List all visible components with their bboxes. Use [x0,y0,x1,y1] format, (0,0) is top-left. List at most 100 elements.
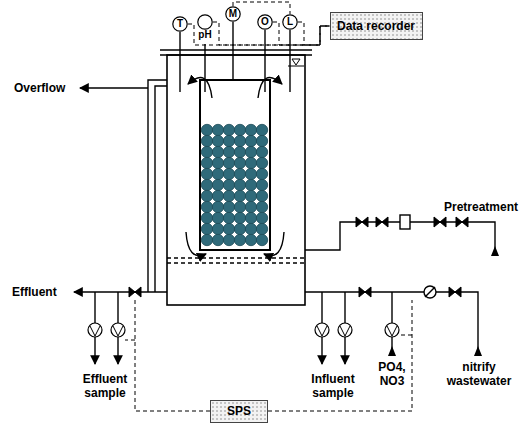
carrier-bead [234,157,245,168]
pump-symbol [88,323,102,337]
carrier-bead [201,157,212,168]
carrier-bead [212,201,223,212]
carrier-bead [256,135,267,146]
node-label: Data recorder [337,19,415,34]
carrier-bead [223,124,234,135]
valve-symbol [449,287,461,297]
carrier-bead [223,190,234,201]
carrier-bead [234,234,245,245]
carrier-bead [212,157,223,168]
carrier-bead [223,135,234,146]
recorder-box: Data recorder [330,12,423,40]
carrier-bead [234,201,245,212]
signal-line [273,22,330,45]
valve-symbol [356,217,368,227]
carrier-bead [223,146,234,157]
label-text: Effluent sample [83,372,128,400]
carrier-bead [223,212,234,223]
label-text: Pretreatment [444,200,518,214]
carrier-bead [245,234,256,245]
pump-symbol [315,323,329,337]
sensor-circle: L [282,14,298,30]
valve-symbol [376,217,388,227]
carrier-bead [223,168,234,179]
carrier-bead [256,157,267,168]
carrier-bead [223,157,234,168]
carrier-bead [234,223,245,234]
carrier-bead [245,157,256,168]
carrier-bead [256,212,267,223]
valve-symbol [434,217,446,227]
label-text: Influent sample [311,372,354,400]
carrier-bead [245,212,256,223]
carrier-bead [201,146,212,157]
circle-outline [197,14,213,30]
pump-symbol [385,323,399,337]
carrier-bead [245,179,256,190]
carrier-bead [234,168,245,179]
carrier-bead [212,124,223,135]
carrier-bead [201,201,212,212]
node-label: L [282,14,298,30]
carrier-bead [256,201,267,212]
carrier-bead [234,135,245,146]
carrier-bead [201,179,212,190]
signal-line [298,22,330,45]
carrier-bead [212,179,223,190]
carrier-bead [245,201,256,212]
carrier-bead [201,212,212,223]
controller-box: SPS [210,400,268,423]
carrier-bead [201,190,212,201]
node-label: M [225,6,241,22]
node-label: O [257,14,273,30]
carrier-bead [256,179,267,190]
carrier-bead [245,168,256,179]
carrier-bead [256,124,267,135]
carrier-bead [245,223,256,234]
motor-circle: M [225,6,241,22]
valve-symbol [129,287,141,297]
carrier-bead [201,223,212,234]
label-text: nitrify wastewater [447,360,512,388]
carrier-bead [201,135,212,146]
valve-symbol [456,217,468,227]
carrier-bead [234,146,245,157]
carrier-bead [212,168,223,179]
node-label: pH [191,29,219,41]
carrier-bead [234,124,245,135]
carrier-bead [212,234,223,245]
carrier-bead [256,223,267,234]
carrier-bead [245,190,256,201]
pipe-label: nitrify wastewater [438,360,520,388]
carrier-bead [256,190,267,201]
carrier-bead [234,179,245,190]
pipe-label: Effluent sample [72,372,138,400]
carrier-bead [223,223,234,234]
carrier-bead [212,212,223,223]
carrier-bead [256,146,267,157]
node-label: SPS [227,404,251,419]
pump-symbol [338,323,352,337]
carrier-bead [256,168,267,179]
carrier-bead [212,146,223,157]
carrier-bead [212,190,223,201]
carrier-bead [223,234,234,245]
sensor-circle: O [257,14,273,30]
node-label: T [172,16,188,32]
carrier-bead [234,212,245,223]
sensor-circle: T [172,16,188,32]
label-text: Overflow [14,81,65,95]
carrier-bead [245,135,256,146]
carrier-bead [256,234,267,245]
pipe-label: PO4, NO3 [372,360,412,388]
carrier-bead [212,135,223,146]
pipe-label: Pretreatment [434,200,528,214]
carrier-bead [234,190,245,201]
signal-line [233,2,290,14]
carrier-bead [223,179,234,190]
carrier-bead [245,146,256,157]
